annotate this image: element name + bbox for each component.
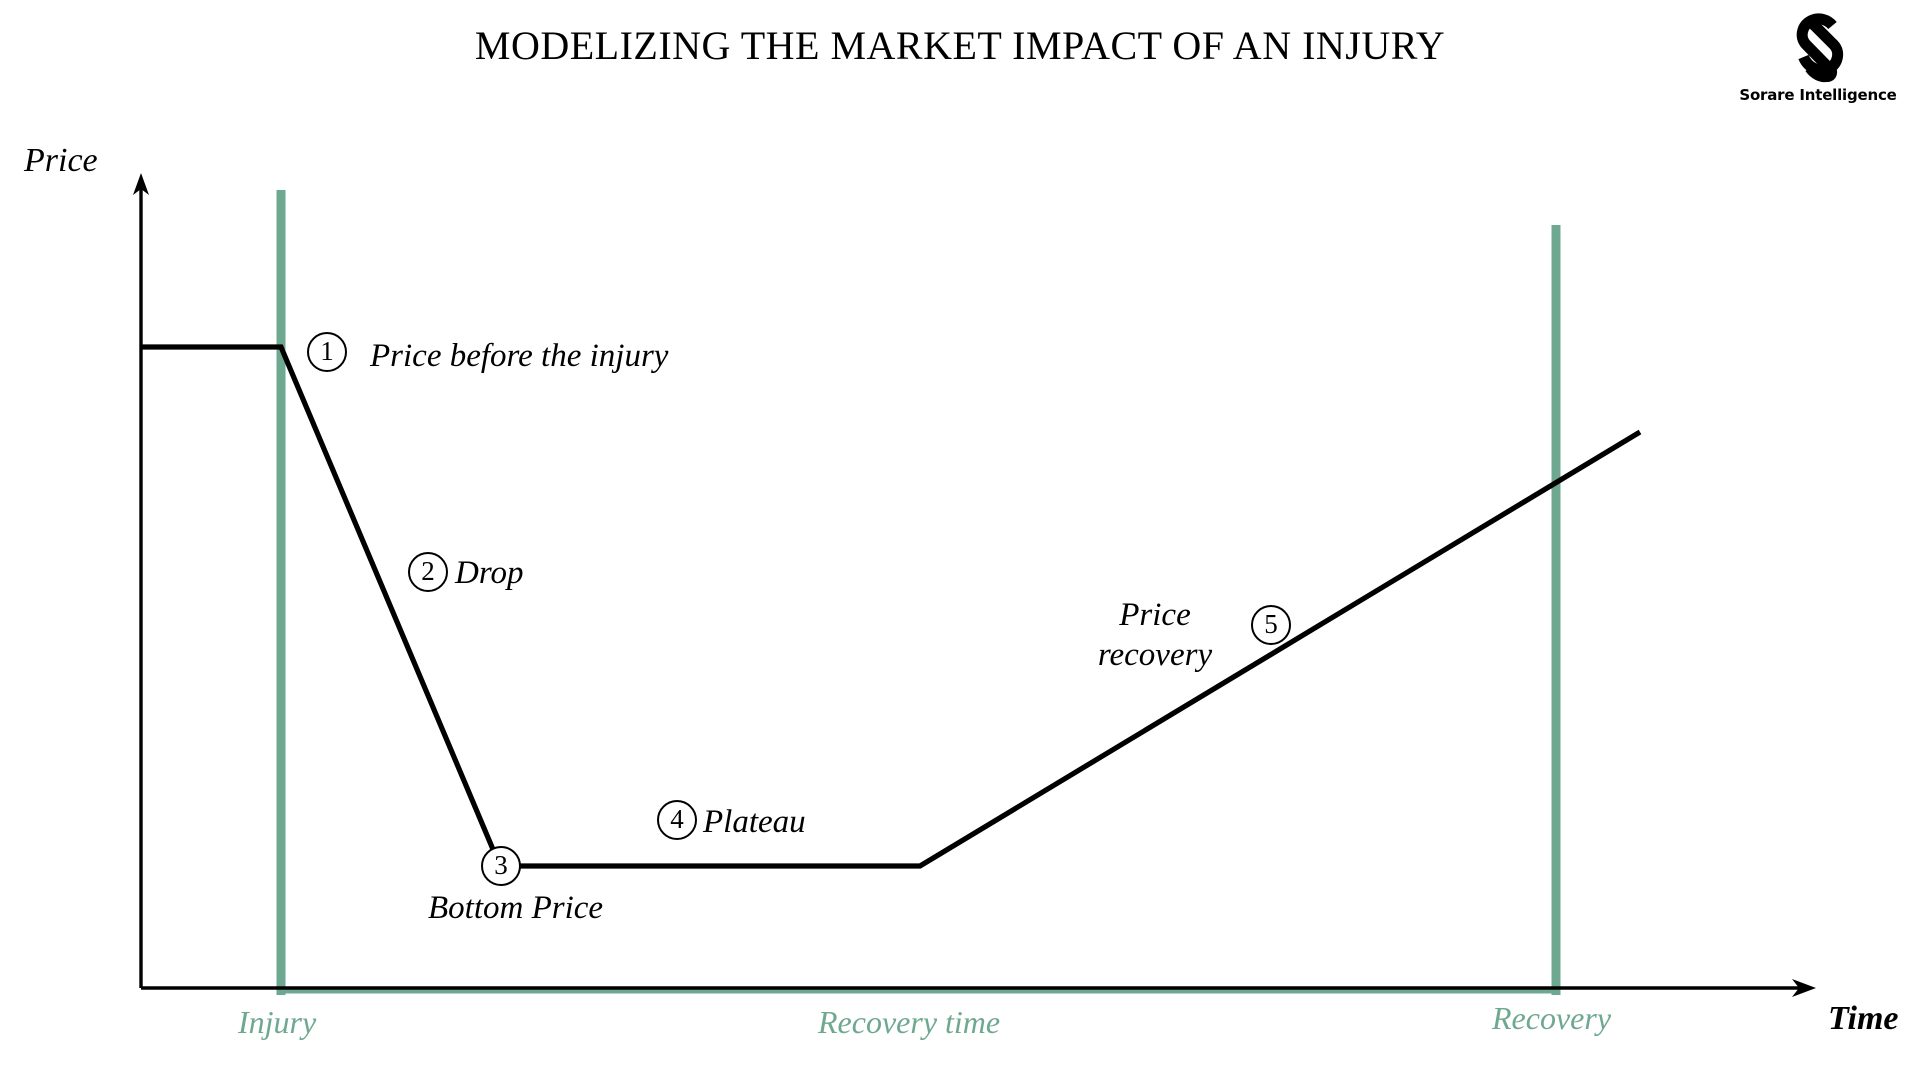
annotation-label-2: Drop [455, 555, 524, 591]
annotation-marker-2: 2 [408, 552, 448, 592]
x-tick-injury: Injury [238, 1004, 317, 1040]
price-curve [141, 344, 1642, 869]
brand-logo: Sorare Intelligence [1738, 12, 1898, 116]
annotation-label-1: Price before the injury [370, 338, 669, 374]
annotation-marker-4: 4 [657, 800, 697, 840]
y-axis-label: Price [24, 142, 98, 179]
x-axis-label: Time [1828, 1000, 1899, 1037]
annotation-marker-5: 5 [1251, 605, 1291, 645]
sorare-s-logo-icon [1796, 13, 1844, 83]
x-tick-recovery: Recovery [1492, 1000, 1612, 1036]
annotation-marker-3: 3 [481, 846, 521, 886]
annotation-label-3: Bottom Price [428, 890, 604, 926]
y-axis-arrow-icon [133, 173, 149, 195]
brand-name: Sorare Intelligence [1739, 86, 1897, 104]
x-axis-arrow-icon [1792, 979, 1816, 997]
annotation-label-4: Plateau [703, 804, 806, 840]
x-tick-recovery-time: Recovery time [818, 1004, 1001, 1040]
annotation-label-5: Price recovery [1097, 597, 1213, 674]
annotation-marker-1: 1 [307, 332, 347, 372]
page-title: MODELIZING THE MARKET IMPACT OF AN INJUR… [474, 23, 1446, 68]
